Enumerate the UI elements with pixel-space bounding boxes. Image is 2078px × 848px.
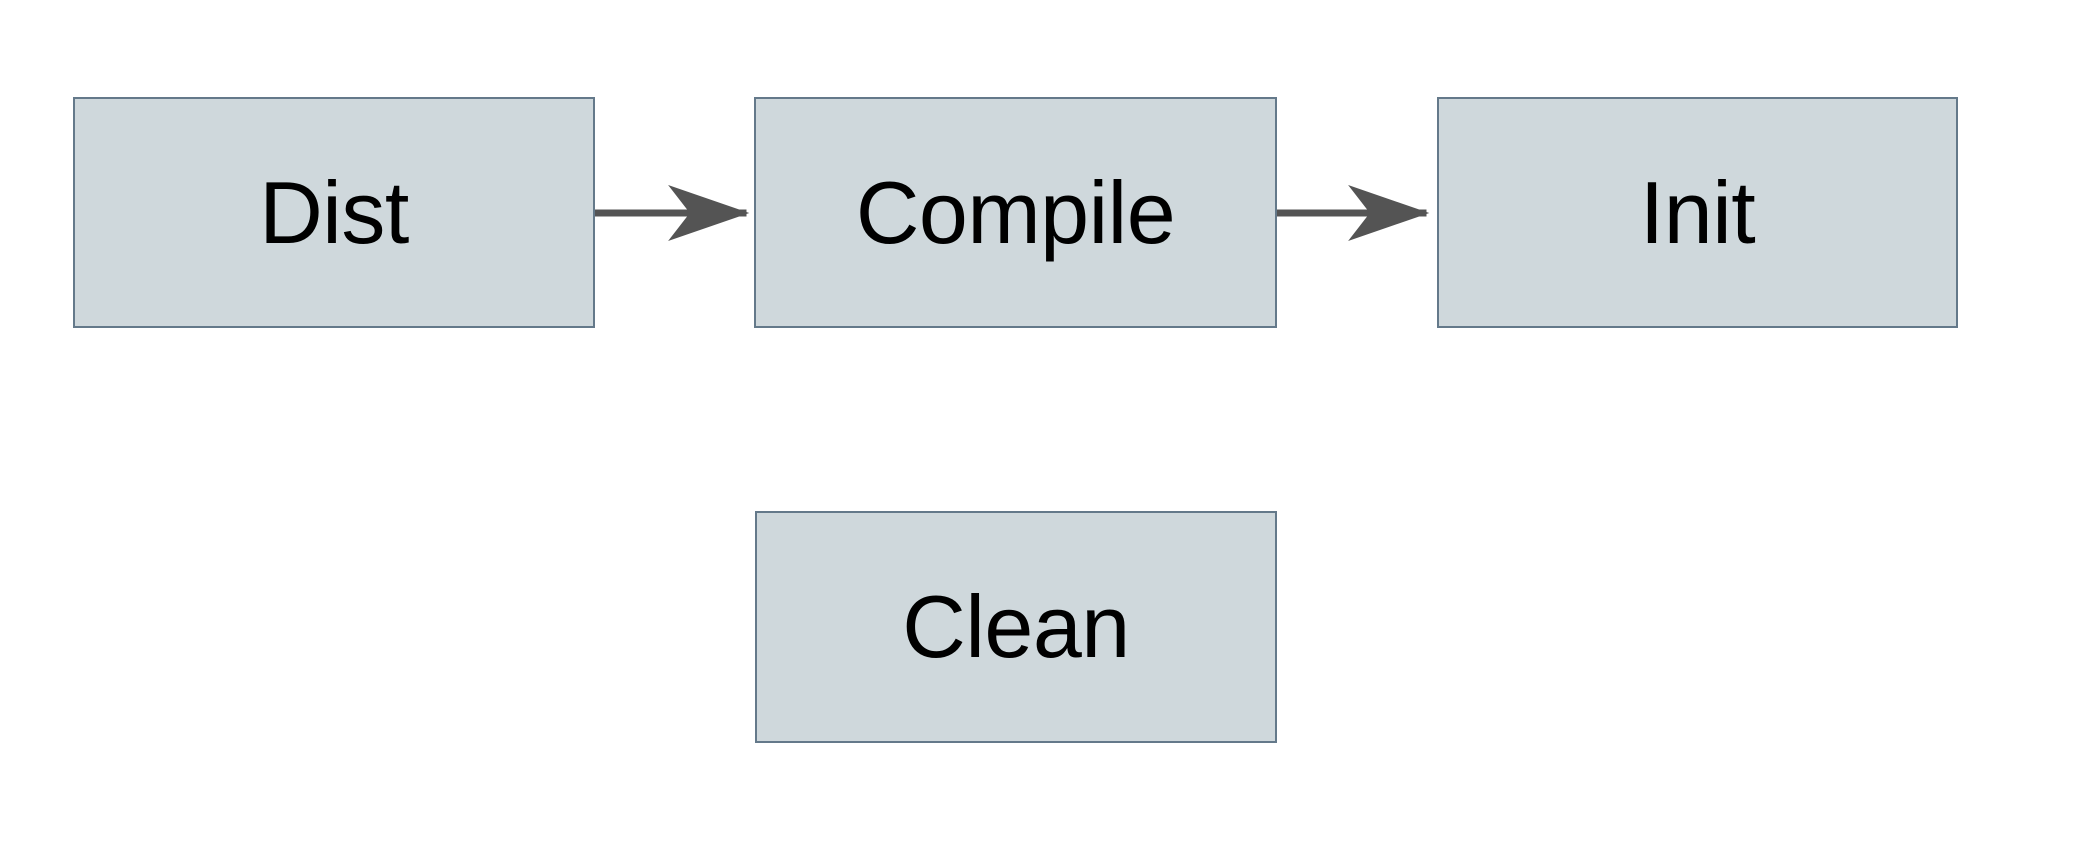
node-clean[interactable]: Clean	[755, 511, 1277, 743]
node-clean-label: Clean	[902, 577, 1130, 676]
node-init-label: Init	[1639, 162, 1756, 262]
node-dist[interactable]: Dist	[73, 97, 595, 328]
node-dist-label: Dist	[259, 162, 409, 262]
node-init[interactable]: Init	[1437, 97, 1958, 328]
node-compile[interactable]: Compile	[754, 97, 1277, 328]
node-compile-label: Compile	[855, 162, 1176, 262]
